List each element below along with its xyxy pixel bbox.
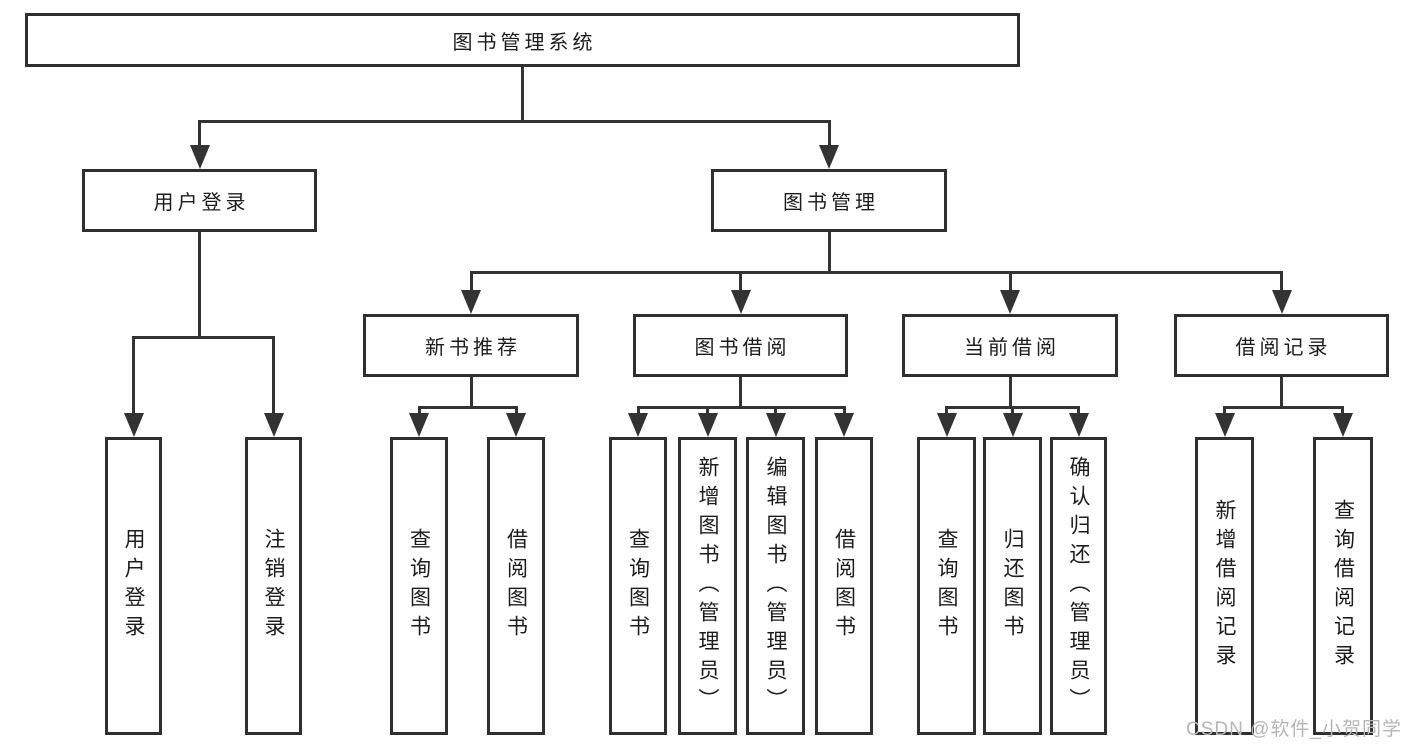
leaf-borrow-books-borrowing-label: 借阅图书 xyxy=(832,528,856,644)
connector-drop xyxy=(774,406,777,417)
leaf-query-books-recommend-label: 查询图书 xyxy=(407,528,431,644)
connector-stem xyxy=(470,377,473,409)
leaf-query-books-borrowing: 查询图书 xyxy=(609,437,667,735)
connector-drop xyxy=(515,406,518,417)
leaf-user-login: 用户登录 xyxy=(105,437,162,735)
node-current-borrowing-label: 当前借阅 xyxy=(964,337,1060,359)
connector-branch-line xyxy=(132,336,275,339)
leaf-add-book-admin: 新增图书（管理员） xyxy=(678,437,737,735)
connector-drop xyxy=(706,406,709,417)
arrow-down-icon xyxy=(628,413,648,437)
connector-drop xyxy=(637,406,640,417)
connector-drop xyxy=(272,336,275,417)
arrow-down-icon xyxy=(461,290,481,314)
arrow-down-icon xyxy=(409,413,429,437)
leaf-add-borrow-record: 新增借阅记录 xyxy=(1195,437,1254,735)
arrow-down-icon xyxy=(834,413,854,437)
connector-branch-line xyxy=(1223,406,1344,409)
arrow-down-icon xyxy=(766,413,786,437)
leaf-query-books-current-label: 查询图书 xyxy=(935,528,958,644)
arrow-down-icon xyxy=(124,413,144,437)
connector-branch-line xyxy=(637,406,846,409)
arrow-down-icon xyxy=(937,413,957,437)
connector-stem xyxy=(1009,377,1012,409)
node-user-login-label: 用户登录 xyxy=(153,192,250,214)
leaf-add-book-admin-label: 新增图书（管理员） xyxy=(696,455,719,717)
connector-drop xyxy=(198,120,201,147)
leaf-return-books: 归还图书 xyxy=(983,437,1042,735)
node-book-borrowing-label: 图书借阅 xyxy=(694,337,791,359)
arrow-down-icon xyxy=(190,145,210,169)
connector-drop xyxy=(945,406,948,417)
node-root: 图书管理系统 xyxy=(25,13,1020,67)
connector-drop xyxy=(418,406,421,417)
connector-stem xyxy=(521,67,524,123)
leaf-query-books-current: 查询图书 xyxy=(917,437,976,735)
arrow-down-icon xyxy=(264,413,284,437)
node-borrowing-records: 借阅记录 xyxy=(1174,314,1389,377)
node-book-borrowing: 图书借阅 xyxy=(633,314,848,377)
connector-drop xyxy=(828,120,831,147)
arrow-down-icon xyxy=(506,413,526,437)
connector-drop xyxy=(470,271,473,294)
leaf-user-login-label: 用户登录 xyxy=(122,528,145,644)
arrow-down-icon xyxy=(1215,413,1235,437)
leaf-confirm-return-admin-label: 确认归还（管理员） xyxy=(1067,455,1090,717)
connector-stem xyxy=(198,232,201,339)
arrow-down-icon xyxy=(1003,413,1023,437)
node-root-label: 图书管理系统 xyxy=(452,31,597,54)
arrow-down-icon xyxy=(1069,413,1089,437)
connector-drop xyxy=(1280,271,1283,294)
node-new-book-recommendation-label: 新书推荐 xyxy=(425,337,521,359)
node-book-management: 图书管理 xyxy=(711,169,947,232)
node-new-book-recommendation: 新书推荐 xyxy=(363,314,579,377)
arrow-down-icon xyxy=(698,413,718,437)
connector-stem xyxy=(739,377,742,409)
connector-drop xyxy=(1223,406,1226,417)
leaf-query-borrow-record: 查询借阅记录 xyxy=(1313,437,1373,735)
leaf-logout: 注销登录 xyxy=(245,437,302,735)
arrow-down-icon xyxy=(1272,290,1292,314)
node-book-management-label: 图书管理 xyxy=(783,192,879,214)
arrow-down-icon xyxy=(819,145,839,169)
leaf-query-books-recommend: 查询图书 xyxy=(390,437,448,735)
connector-stem xyxy=(828,232,831,274)
leaf-borrow-books-recommend: 借阅图书 xyxy=(487,437,545,735)
connector-drop xyxy=(132,336,135,417)
leaf-add-borrow-record-label: 新增借阅记录 xyxy=(1213,499,1236,673)
leaf-edit-book-admin: 编辑图书（管理员） xyxy=(746,437,805,735)
connector-drop xyxy=(1077,406,1080,417)
connector-stem xyxy=(1280,377,1283,409)
leaf-borrow-books-borrowing: 借阅图书 xyxy=(815,437,873,735)
connector-drop xyxy=(843,406,846,417)
leaf-borrow-books-recommend-label: 借阅图书 xyxy=(504,528,528,644)
leaf-logout-label: 注销登录 xyxy=(262,528,285,644)
arrow-down-icon xyxy=(1000,290,1020,314)
csdn-watermark: CSDN @软件_小贺同学 xyxy=(1186,719,1402,740)
connector-drop xyxy=(1011,406,1014,417)
leaf-confirm-return-admin: 确认归还（管理员） xyxy=(1050,437,1107,735)
leaf-query-books-borrowing-label: 查询图书 xyxy=(626,528,650,644)
leaf-query-borrow-record-label: 查询借阅记录 xyxy=(1331,499,1355,673)
connector-branch-line xyxy=(418,406,518,409)
leaf-edit-book-admin-label: 编辑图书（管理员） xyxy=(764,455,787,717)
node-borrowing-records-label: 借阅记录 xyxy=(1235,337,1332,359)
node-user-login: 用户登录 xyxy=(82,169,317,232)
connector-drop xyxy=(739,271,742,294)
connector-branch-line xyxy=(198,120,831,123)
connector-branch-line xyxy=(471,271,1283,274)
arrow-down-icon xyxy=(731,290,751,314)
leaf-return-books-label: 归还图书 xyxy=(1001,528,1024,644)
node-current-borrowing: 当前借阅 xyxy=(902,314,1118,377)
arrow-down-icon xyxy=(1333,413,1353,437)
connector-drop xyxy=(1009,271,1012,294)
connector-drop xyxy=(1341,406,1344,417)
